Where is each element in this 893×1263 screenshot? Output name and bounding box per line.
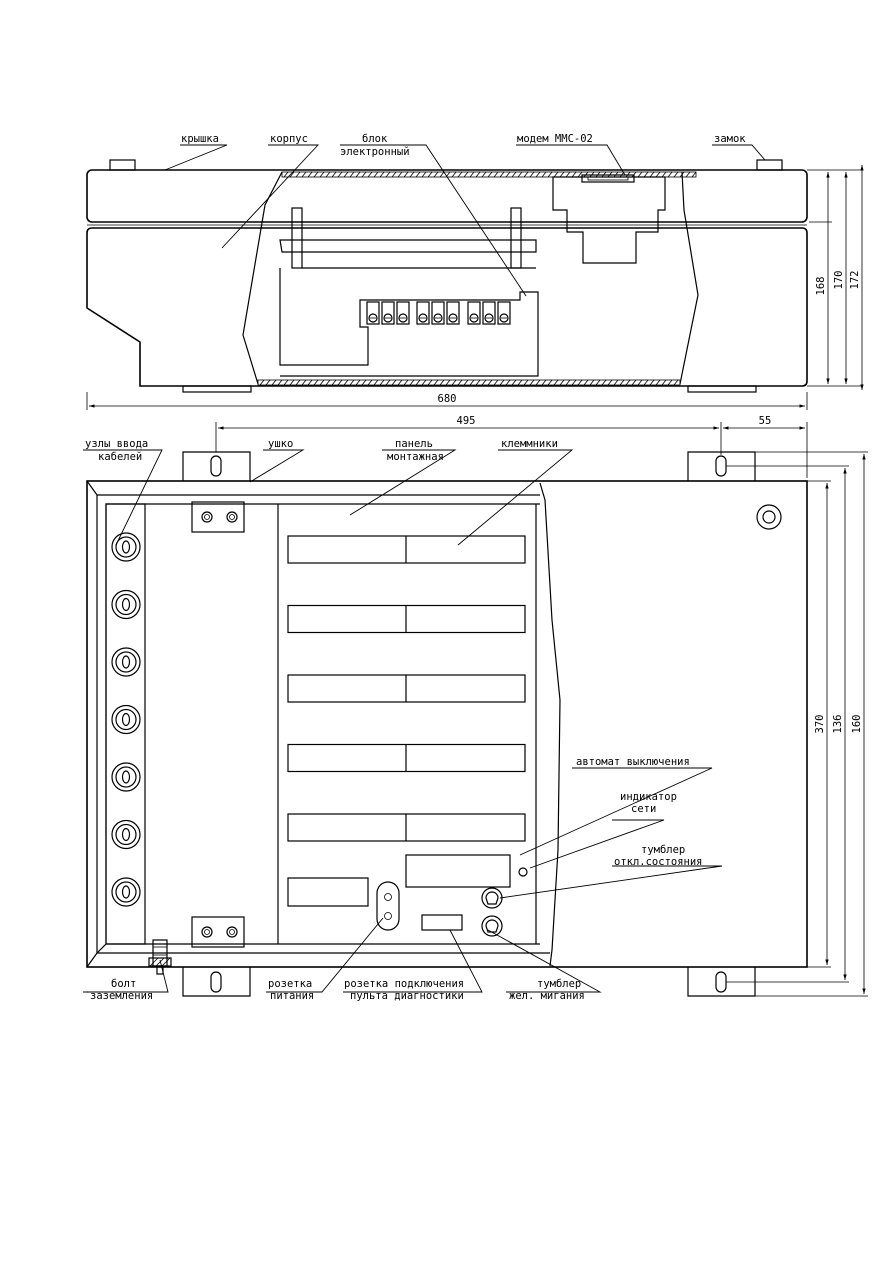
terminal-row xyxy=(287,813,526,842)
bracket-bottom xyxy=(191,916,245,948)
label-block-line1: блок xyxy=(362,133,388,145)
label-toggle-off-1: тумблер xyxy=(641,844,685,856)
terminal-screw xyxy=(431,301,445,325)
label-ear: ушко xyxy=(268,438,293,450)
terminal-screw xyxy=(446,301,460,325)
label-toggle-off-2: откл.состояния xyxy=(614,856,703,868)
dim-160: 160 xyxy=(851,715,863,734)
dim-680: 680 xyxy=(438,393,457,405)
dim-172: 172 xyxy=(849,271,861,290)
ear-top-left xyxy=(182,451,251,481)
label-lock: замок xyxy=(714,133,746,145)
diagnostic-socket xyxy=(421,914,463,931)
door-break-line xyxy=(539,482,561,967)
lid-outline xyxy=(86,169,808,223)
dim-495: 495 xyxy=(457,415,476,427)
terminal-screw xyxy=(416,301,430,325)
top-view: крышка корпус блок электронный модем ММС… xyxy=(86,133,864,410)
cable-glands xyxy=(111,532,141,907)
dim-370: 370 xyxy=(814,715,826,734)
terminal-rows xyxy=(287,535,526,842)
cable-gland xyxy=(111,532,141,562)
label-cable-entry-2: кабелей xyxy=(98,451,142,463)
label-indicator-2: сети xyxy=(631,803,656,815)
terminal-row xyxy=(287,674,526,703)
label-cable-entry-1: узлы ввода xyxy=(85,438,148,450)
label-modem: модем ММС-02 xyxy=(517,133,593,145)
modem-mms02 xyxy=(552,174,666,264)
label-power-socket-1: розетка xyxy=(268,978,312,990)
terminal-screw xyxy=(396,301,410,325)
terminal-row xyxy=(287,604,526,634)
break-line-right xyxy=(679,171,699,385)
label-power-socket-2: питания xyxy=(270,990,314,1002)
auxiliary-box xyxy=(287,877,369,907)
cable-gland xyxy=(111,877,141,907)
housing-outline xyxy=(86,480,808,968)
mounting-ears xyxy=(182,451,756,997)
terminal-screw xyxy=(381,301,395,325)
cable-gland xyxy=(111,762,141,792)
left-latch-tab xyxy=(109,159,136,171)
dim-170: 170 xyxy=(833,271,845,290)
label-lid: крышка xyxy=(181,133,219,145)
dim-55: 55 xyxy=(759,415,772,427)
terminal-screw xyxy=(482,301,496,325)
label-diag-socket-1: розетка подключения xyxy=(344,978,464,990)
right-foot xyxy=(687,385,757,393)
terminal-screw xyxy=(366,301,380,325)
terminal-screw xyxy=(467,301,481,325)
cable-gland-strip xyxy=(105,503,146,945)
dim-136: 136 xyxy=(832,715,844,734)
body-outline xyxy=(86,227,808,387)
network-indicator xyxy=(518,867,528,877)
label-ground-bolt-1: болт xyxy=(111,978,136,990)
terminal-row xyxy=(287,743,526,773)
wall-hatching xyxy=(259,171,697,386)
label-indicator-1: индикатор xyxy=(620,791,677,803)
lock xyxy=(756,504,782,530)
label-ground-bolt-2: заземления xyxy=(90,990,153,1002)
label-diag-socket-2: пульта диагностики xyxy=(350,990,464,1002)
terminal-strip xyxy=(366,301,511,325)
circuit-breaker xyxy=(405,854,511,888)
toggle-yellow-blink xyxy=(481,915,503,937)
label-panel-1: панель xyxy=(395,438,433,450)
ear-bottom-right xyxy=(687,967,756,997)
power-socket xyxy=(376,881,400,931)
terminal-screw xyxy=(497,301,511,325)
label-toggle-yellow-1: тумблер xyxy=(537,978,581,990)
label-breaker: автомат выключения xyxy=(576,756,690,768)
label-terminals: клеммники xyxy=(501,438,558,450)
label-panel-2: монтажная xyxy=(387,451,444,463)
left-foot xyxy=(182,385,252,393)
cable-gland xyxy=(111,819,141,850)
toggle-off-state xyxy=(481,887,503,909)
label-body: корпус xyxy=(270,133,308,145)
label-toggle-yellow-2: жел. мигания xyxy=(509,990,585,1002)
break-line-left xyxy=(242,171,283,385)
label-block-line2: электронный xyxy=(340,146,410,158)
cable-gland xyxy=(111,704,141,735)
cable-gland xyxy=(111,647,141,677)
front-view: узлы ввода кабелей ушко панель монтажная… xyxy=(83,415,868,1002)
ear-bottom-left xyxy=(182,967,251,997)
cable-gland xyxy=(111,589,141,620)
terminal-row xyxy=(287,535,526,564)
bracket-top xyxy=(191,501,245,533)
electronic-block xyxy=(279,207,539,377)
lock-tab xyxy=(756,159,783,171)
dim-168: 168 xyxy=(815,277,827,296)
ear-top-right xyxy=(687,451,756,481)
ground-bolt xyxy=(148,939,172,975)
